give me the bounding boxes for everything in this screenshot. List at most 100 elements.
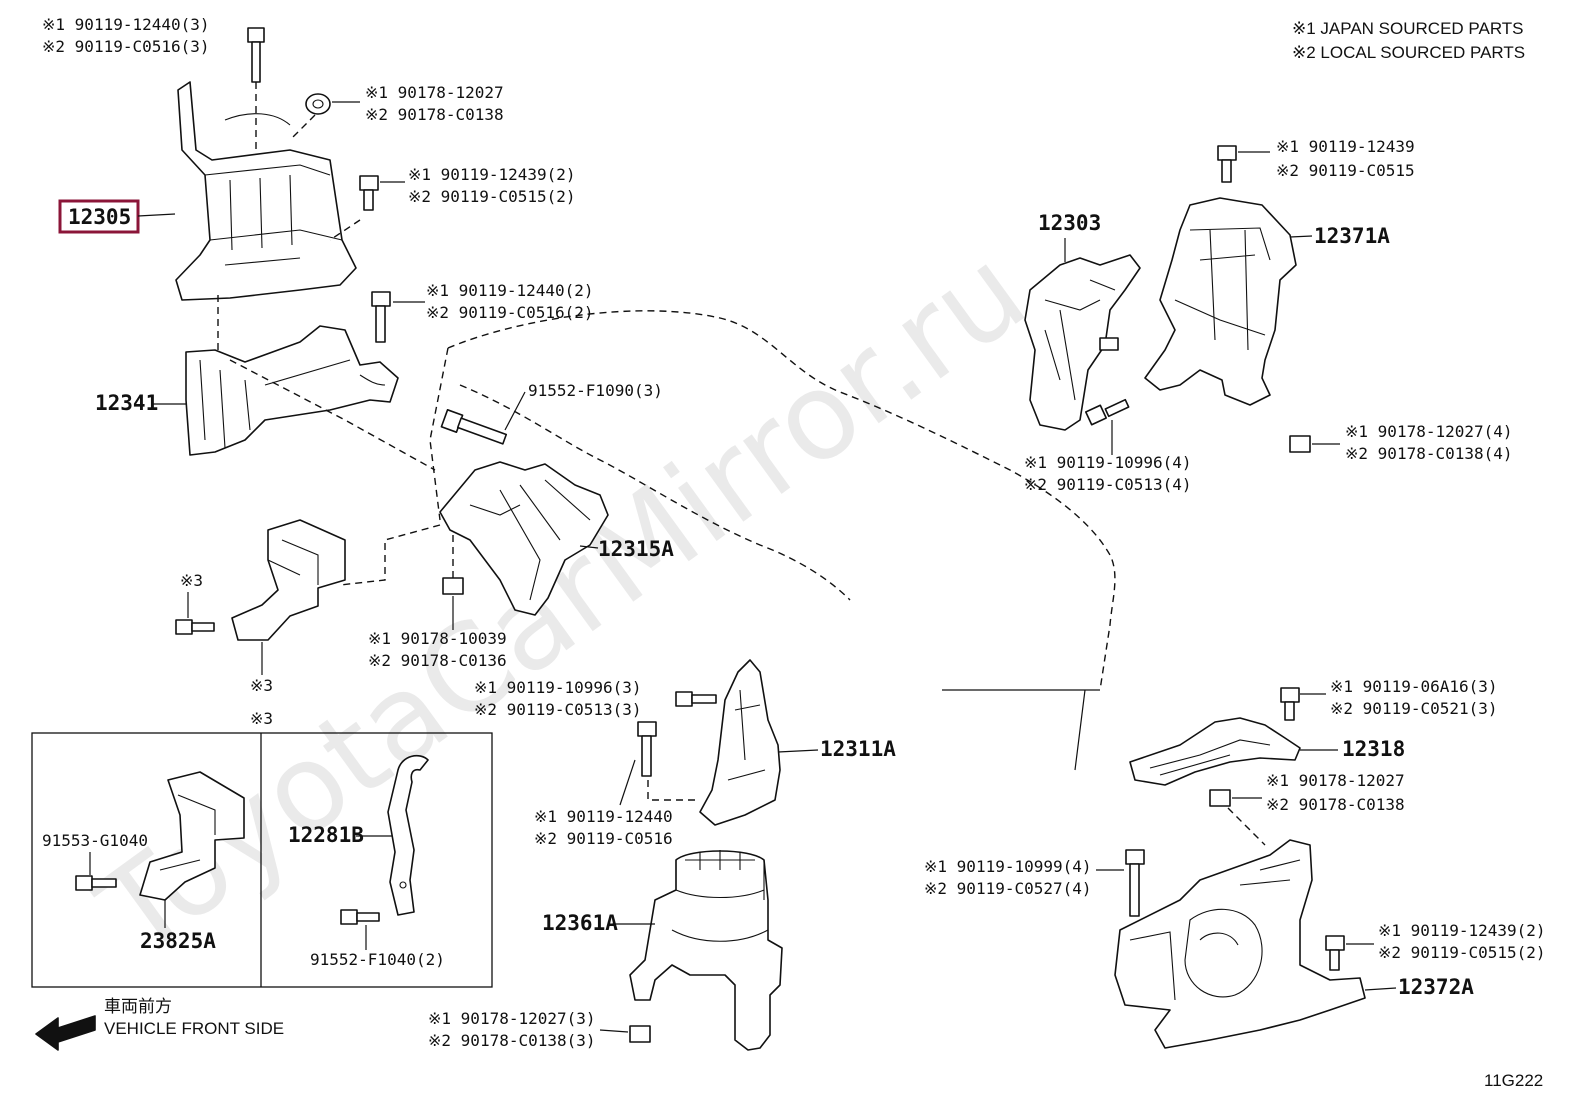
label-nut-11a[interactable]: ※1 90178-12027: [1266, 771, 1405, 790]
label-nut-4a[interactable]: ※1 90178-10039: [368, 629, 507, 648]
leader-12315A: [579, 545, 599, 549]
label-bolt-4[interactable]: 91552-F1090(3): [528, 381, 663, 400]
leader-12311A: [777, 749, 819, 753]
bolt-icon: [75, 875, 117, 891]
part-12281B-bracket[interactable]: [387, 754, 429, 916]
label-nut-1a[interactable]: ※1 90178-12027: [365, 83, 504, 102]
label-bolt-8a[interactable]: ※1 90119-12440: [534, 807, 673, 826]
part-12341-bracket[interactable]: [185, 325, 399, 456]
label-12311A[interactable]: 12311A: [820, 737, 896, 761]
bolt-icon: [371, 291, 391, 343]
bolt-icon: [1217, 145, 1237, 183]
guide-line: [329, 219, 361, 241]
label-bolt-13a[interactable]: ※1 90119-12439(2): [1378, 921, 1546, 940]
nut-icon: [629, 1025, 651, 1043]
label-nut-1b[interactable]: ※2 90178-C0138: [365, 105, 504, 124]
part-12311A-bracket[interactable]: [699, 659, 781, 826]
nut-icon: [305, 93, 331, 115]
front-side-jp: 車両前方: [104, 997, 172, 1016]
label-12303[interactable]: 12303: [1038, 211, 1101, 235]
legend-local-sourced: ※2 LOCAL SOURCED PARTS: [1292, 43, 1525, 62]
label-bolt-12b[interactable]: ※2 90119-C0527(4): [924, 879, 1092, 898]
label-bolt-14[interactable]: 91553-G1040: [42, 831, 148, 850]
part-12372A-mount[interactable]: [1114, 839, 1366, 1049]
label-bolt-1b[interactable]: ※2 90119-C0516(3): [42, 37, 210, 56]
nut-icon: [1289, 435, 1311, 453]
label-12305[interactable]: 12305: [68, 205, 131, 229]
leader-12305: [137, 213, 176, 217]
part-23825A-bracket[interactable]: [139, 771, 245, 901]
bolt-icon: [247, 27, 265, 83]
label-12281B[interactable]: 12281B: [288, 823, 364, 847]
label-bolt-6b[interactable]: ※2 90119-C0513(4): [1024, 475, 1192, 494]
diagram-id: 11G222: [1484, 1071, 1543, 1090]
bolt-icon: [340, 909, 380, 925]
part-12318-bracket[interactable]: [1129, 717, 1301, 786]
label-bolt-13b[interactable]: ※2 90119-C0515(2): [1378, 943, 1546, 962]
label-12341[interactable]: 12341: [95, 391, 158, 415]
part-12305-mount[interactable]: [175, 81, 357, 301]
guide-line: [647, 780, 700, 801]
label-nut-9b[interactable]: ※2 90178-C0138(3): [428, 1031, 596, 1050]
label-nut-6a[interactable]: ※1 90178-12027(4): [1345, 422, 1513, 441]
part-12361A-mount[interactable]: [629, 850, 783, 1051]
bolt-icon: [1084, 398, 1130, 426]
bolt-icon: [1125, 849, 1145, 917]
leader-bolt-8: [619, 759, 636, 806]
label-12315A[interactable]: 12315A: [598, 537, 674, 561]
guide-line: [1227, 807, 1266, 846]
label-s3-a[interactable]: ※3: [180, 571, 203, 590]
highlight-box-12305: [58, 199, 140, 234]
front-side-en: VEHICLE FRONT SIDE: [104, 1019, 284, 1038]
guide-line: [229, 359, 436, 471]
watermark: ToyotaCarMirror.ru: [75, 222, 1051, 984]
label-s3-inset[interactable]: ※3: [250, 709, 273, 728]
nut-icon: [442, 577, 464, 595]
label-bolt-2b[interactable]: ※2 90119-C0515(2): [408, 187, 576, 206]
label-nut-4b[interactable]: ※2 90178-C0136: [368, 651, 507, 670]
label-bolt-5b[interactable]: ※2 90119-C0515: [1276, 161, 1415, 180]
label-s3-b[interactable]: ※3: [250, 676, 273, 695]
label-bolt-2a[interactable]: ※1 90119-12439(2): [408, 165, 576, 184]
label-bolt-5a[interactable]: ※1 90119-12439: [1276, 137, 1415, 156]
leader-bolt-4: [504, 391, 526, 431]
label-12372A[interactable]: 12372A: [1398, 975, 1474, 999]
bolt-icon: [1280, 687, 1300, 721]
label-bolt-7a[interactable]: ※1 90119-10996(3): [474, 678, 642, 697]
part-12371A-mount[interactable]: [1144, 197, 1297, 406]
label-nut-11b[interactable]: ※2 90178-C0138: [1266, 795, 1405, 814]
label-bolt-8b[interactable]: ※2 90119-C0516: [534, 829, 673, 848]
vehicle-body-outline: [429, 310, 1116, 691]
part-s3-bracket[interactable]: [231, 519, 346, 641]
bolt-icon: [1325, 935, 1345, 971]
label-bolt-7b[interactable]: ※2 90119-C0513(3): [474, 700, 642, 719]
guide-line: [217, 82, 257, 350]
leader-12372A: [1364, 987, 1397, 991]
label-bolt-6a[interactable]: ※1 90119-10996(4): [1024, 453, 1192, 472]
part-12303-bracket[interactable]: [1024, 254, 1141, 431]
label-nut-9a[interactable]: ※1 90178-12027(3): [428, 1009, 596, 1028]
label-bolt-3a[interactable]: ※1 90119-12440(2): [426, 281, 594, 300]
label-bolt-10a[interactable]: ※1 90119-06A16(3): [1330, 677, 1498, 696]
vehicle-body-line: [942, 689, 1100, 771]
label-bolt-15[interactable]: 91552-F1040(2): [310, 950, 445, 969]
guide-line: [339, 524, 441, 586]
legend-japan-sourced: ※1 JAPAN SOURCED PARTS: [1292, 19, 1524, 38]
leader-12371A: [1289, 235, 1313, 238]
label-12371A[interactable]: 12371A: [1314, 224, 1390, 248]
label-bolt-3b[interactable]: ※2 90119-C0516(2): [426, 303, 594, 322]
label-bolt-12a[interactable]: ※1 90119-10999(4): [924, 857, 1092, 876]
part-12315A-bracket[interactable]: [439, 461, 609, 616]
label-12361A[interactable]: 12361A: [542, 911, 618, 935]
arrow-left-icon: [35, 1015, 96, 1051]
label-23825A[interactable]: 23825A: [140, 929, 216, 953]
bolt-icon: [440, 409, 508, 445]
guide-line: [289, 114, 316, 141]
label-nut-6b[interactable]: ※2 90178-C0138(4): [1345, 444, 1513, 463]
bolt-icon: [359, 175, 379, 211]
bolt-icon: [637, 721, 657, 777]
label-12318[interactable]: 12318: [1342, 737, 1405, 761]
label-bolt-10b[interactable]: ※2 90119-C0521(3): [1330, 699, 1498, 718]
nut-icon: [1209, 789, 1231, 807]
label-bolt-1a[interactable]: ※1 90119-12440(3): [42, 15, 210, 34]
